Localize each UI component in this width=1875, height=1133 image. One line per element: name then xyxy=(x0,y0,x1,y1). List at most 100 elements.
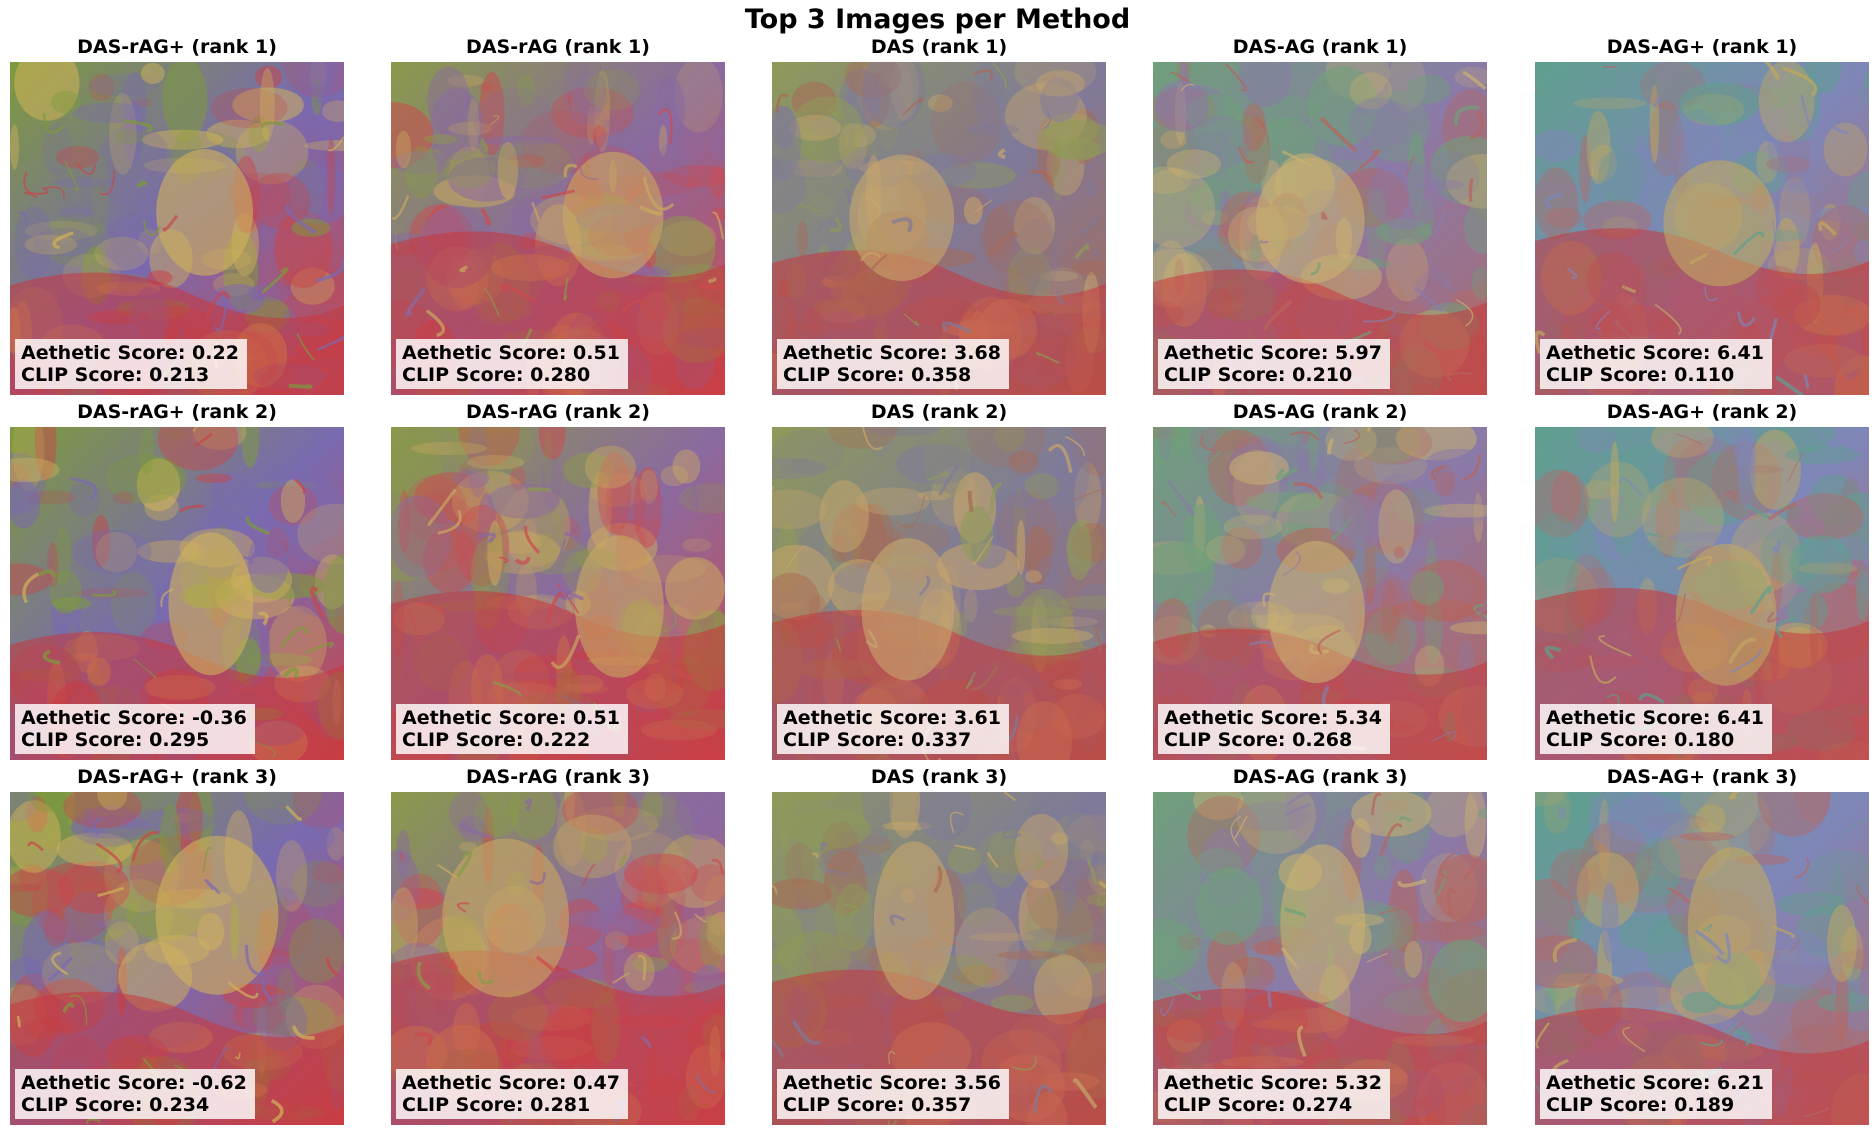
clip-score-label: CLIP Score: xyxy=(1546,364,1675,386)
aesthetic-score: Aethetic Score: 0.51 xyxy=(402,342,620,364)
clip-score: CLIP Score: 0.268 xyxy=(1164,729,1382,751)
clip-score: CLIP Score: 0.274 xyxy=(1164,1094,1382,1116)
aesthetic-score: Aethetic Score: 5.34 xyxy=(1164,707,1382,729)
clip-score-label: CLIP Score: xyxy=(21,729,150,751)
aesthetic-score: Aethetic Score: 3.61 xyxy=(783,707,1001,729)
clip-score-value: 0.358 xyxy=(911,364,972,386)
clip-score-value: 0.189 xyxy=(1674,1094,1735,1116)
clip-score: CLIP Score: 0.358 xyxy=(783,364,1001,386)
aesthetic-score-value: 0.51 xyxy=(573,707,620,729)
aesthetic-score-label: Aethetic Score: xyxy=(1164,707,1336,729)
aesthetic-score: Aethetic Score: -0.36 xyxy=(21,707,247,729)
clip-score: CLIP Score: 0.213 xyxy=(21,364,239,386)
clip-score-label: CLIP Score: xyxy=(402,1094,531,1116)
clip-score-label: CLIP Score: xyxy=(21,1094,150,1116)
artwork-image xyxy=(1153,792,1487,1125)
clip-score-value: 0.337 xyxy=(911,729,972,751)
aesthetic-score: Aethetic Score: 3.68 xyxy=(783,342,1001,364)
aesthetic-score-label: Aethetic Score: xyxy=(1546,707,1718,729)
clip-score: CLIP Score: 0.110 xyxy=(1546,364,1764,386)
aesthetic-score: Aethetic Score: 6.21 xyxy=(1546,1072,1764,1094)
aesthetic-score-label: Aethetic Score: xyxy=(21,1072,193,1094)
aesthetic-score-value: 5.97 xyxy=(1335,342,1382,364)
clip-score-value: 0.281 xyxy=(530,1094,591,1116)
aesthetic-score-label: Aethetic Score: xyxy=(402,707,574,729)
aesthetic-score-value: 6.21 xyxy=(1717,1072,1764,1094)
aesthetic-score-label: Aethetic Score: xyxy=(1164,1072,1336,1094)
aesthetic-score-value: 6.41 xyxy=(1717,707,1764,729)
image-caption: DAS-rAG (rank 2) xyxy=(466,401,650,423)
image-caption: DAS-AG+ (rank 2) xyxy=(1606,401,1798,423)
image-caption: DAS-AG (rank 3) xyxy=(1232,766,1408,788)
aesthetic-score: Aethetic Score: 0.22 xyxy=(21,342,239,364)
image-caption: DAS-AG+ (rank 1) xyxy=(1606,36,1798,58)
artwork-image xyxy=(1535,792,1869,1125)
image-caption: DAS (rank 2) xyxy=(870,401,1008,423)
clip-score-label: CLIP Score: xyxy=(21,364,150,386)
image-caption: DAS-AG+ (rank 3) xyxy=(1606,766,1798,788)
clip-score-value: 0.210 xyxy=(1292,364,1353,386)
image-caption: DAS-rAG (rank 1) xyxy=(466,36,650,58)
artwork-image xyxy=(10,62,344,395)
aesthetic-score-value: 3.61 xyxy=(954,707,1001,729)
aesthetic-score-value: 3.68 xyxy=(954,342,1001,364)
image-caption: DAS (rank 1) xyxy=(870,36,1008,58)
clip-score-value: 0.280 xyxy=(530,364,591,386)
clip-score-label: CLIP Score: xyxy=(1546,729,1675,751)
aesthetic-score: Aethetic Score: -0.62 xyxy=(21,1072,247,1094)
aesthetic-score: Aethetic Score: 6.41 xyxy=(1546,707,1764,729)
aesthetic-score-value: -0.36 xyxy=(192,707,247,729)
aesthetic-score-value: 0.51 xyxy=(573,342,620,364)
clip-score: CLIP Score: 0.222 xyxy=(402,729,620,751)
aesthetic-score-label: Aethetic Score: xyxy=(783,342,955,364)
aesthetic-score-label: Aethetic Score: xyxy=(1546,342,1718,364)
aesthetic-score: Aethetic Score: 3.56 xyxy=(783,1072,1001,1094)
clip-score: CLIP Score: 0.357 xyxy=(783,1094,1001,1116)
image-caption: DAS-rAG+ (rank 3) xyxy=(77,766,277,788)
clip-score-value: 0.222 xyxy=(530,729,591,751)
aesthetic-score-label: Aethetic Score: xyxy=(402,342,574,364)
image-caption: DAS-AG (rank 1) xyxy=(1232,36,1408,58)
clip-score-label: CLIP Score: xyxy=(1164,1094,1293,1116)
clip-score-value: 0.357 xyxy=(911,1094,972,1116)
image-caption: DAS-rAG+ (rank 2) xyxy=(77,401,277,423)
aesthetic-score-label: Aethetic Score: xyxy=(402,1072,574,1094)
artwork-image xyxy=(1535,427,1869,760)
clip-score-label: CLIP Score: xyxy=(402,364,531,386)
aesthetic-score-value: -0.62 xyxy=(192,1072,247,1094)
aesthetic-score: Aethetic Score: 5.32 xyxy=(1164,1072,1382,1094)
clip-score: CLIP Score: 0.180 xyxy=(1546,729,1764,751)
aesthetic-score-label: Aethetic Score: xyxy=(21,707,193,729)
aesthetic-score-value: 5.34 xyxy=(1335,707,1382,729)
aesthetic-score: Aethetic Score: 0.51 xyxy=(402,707,620,729)
clip-score-value: 0.180 xyxy=(1674,729,1735,751)
image-caption: DAS-AG (rank 2) xyxy=(1232,401,1408,423)
aesthetic-score: Aethetic Score: 0.47 xyxy=(402,1072,620,1094)
clip-score-label: CLIP Score: xyxy=(1164,364,1293,386)
aesthetic-score-label: Aethetic Score: xyxy=(783,1072,955,1094)
image-caption: DAS-rAG+ (rank 1) xyxy=(77,36,277,58)
clip-score: CLIP Score: 0.280 xyxy=(402,364,620,386)
